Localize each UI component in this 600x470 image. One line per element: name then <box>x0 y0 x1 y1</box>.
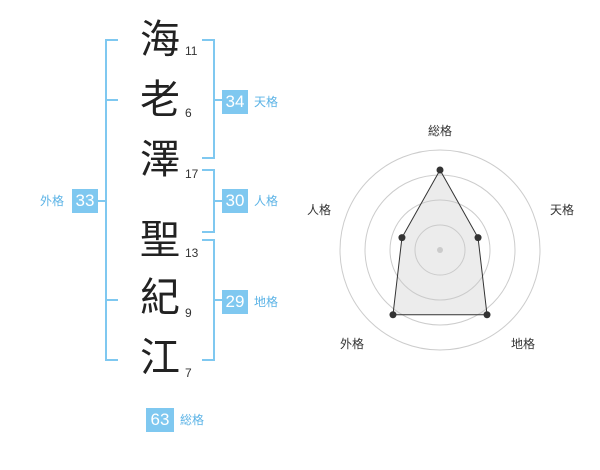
radar-ring-3 <box>364 174 516 326</box>
radar-ring-4 <box>339 149 541 351</box>
kanji-char-6: 江 <box>140 335 180 381</box>
radar-ring-1 <box>414 224 466 276</box>
chikaku-value-badge: 29 <box>222 290 248 314</box>
kanji-stroke-count-6: 7 <box>185 366 192 380</box>
kanji-char-5: 紀 <box>140 275 180 321</box>
soukaku-label: 総格 <box>180 413 205 427</box>
kanji-stroke-count-5: 9 <box>185 306 192 320</box>
radar-label-jinkaku: 人格 <box>307 203 332 217</box>
chikaku-label: 地格 <box>254 295 279 309</box>
radar-point-人格 <box>398 234 406 242</box>
kanji-stroke-count-2: 6 <box>185 106 192 120</box>
tenkaku-label: 天格 <box>254 95 279 109</box>
radar-point-外格 <box>389 311 397 319</box>
tenkaku-value-badge: 34 <box>222 90 248 114</box>
kanji-stroke-count-4: 13 <box>185 246 199 260</box>
kanji-stroke-count-1: 11 <box>185 44 198 58</box>
kanji-char-3: 澤 <box>140 137 180 183</box>
radar-center <box>437 247 443 253</box>
radar-point-地格 <box>483 311 491 319</box>
radar-label-soukaku: 総格 <box>428 124 453 138</box>
kanji-char-2: 老 <box>140 77 180 123</box>
radar-series-area <box>392 168 488 316</box>
radar-point-天格 <box>474 234 482 242</box>
kanji-char-1: 海 <box>140 17 180 63</box>
gaikaku-label: 外格 <box>40 194 65 208</box>
jinkaku-label: 人格 <box>254 194 279 208</box>
jinkaku-value-badge: 30 <box>222 189 248 213</box>
radar-point-総格 <box>436 166 444 174</box>
radar-ring-2 <box>389 199 491 301</box>
soukaku-value-badge: 63 <box>146 408 174 432</box>
gaikaku-value-badge: 33 <box>72 189 98 213</box>
kanji-char-4: 聖 <box>140 217 180 263</box>
radar-label-gaikaku: 外格 <box>340 337 365 351</box>
radar-label-tenkaku: 天格 <box>550 203 575 217</box>
radar-label-chikaku: 地格 <box>511 337 536 351</box>
kanji-stroke-count-3: 17 <box>185 167 199 181</box>
